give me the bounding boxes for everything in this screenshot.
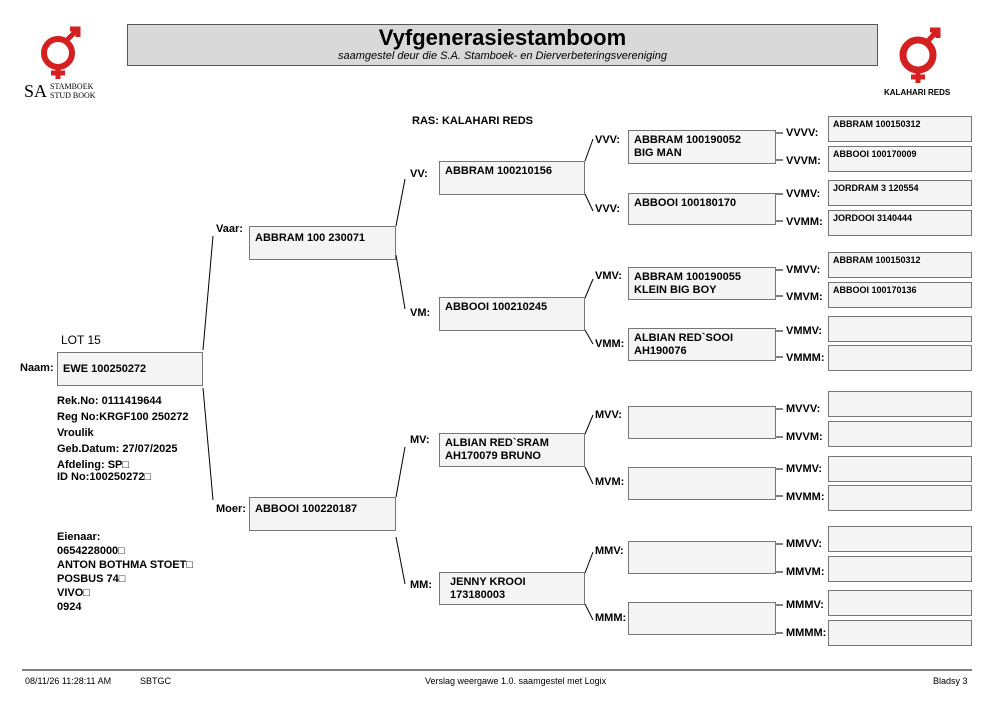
vvm-label: VVV:: [595, 203, 621, 215]
gender-symbol-icon: [899, 27, 941, 83]
gen4-label: MVMM:: [786, 491, 825, 503]
dam-label: Moer:: [216, 503, 246, 515]
gen4-label: VMMM:: [786, 352, 825, 364]
owner-details: Eienaar: 0654228000□ ANTON BOTHMA STOET□…: [57, 530, 193, 614]
gen4-label: MVMV:: [786, 463, 823, 475]
gen4-box: [828, 316, 972, 342]
gen4-label: VVVM:: [786, 155, 821, 167]
gen4-label: VMMV:: [786, 325, 823, 337]
gen4-box: [828, 391, 972, 417]
section: Afdeling: SP□: [57, 459, 130, 471]
footer-code: SBTGC: [140, 676, 172, 686]
vmm-box: ALBIAN RED`SOOI AH190076: [628, 328, 776, 361]
vv-box: ABBRAM 100210156: [439, 161, 585, 195]
sire-box: ABBRAM 100 230071: [249, 226, 396, 260]
gen4-label: VVVV:: [786, 127, 819, 139]
gen4-label: MMVV:: [786, 538, 823, 550]
owner-code: 0924: [57, 601, 82, 613]
gen4-label: VVMM:: [786, 216, 823, 228]
footer-datetime: 08/11/26 11:28:11 AM: [25, 676, 112, 686]
mmm-box: [628, 602, 776, 635]
subject-animal-box: EWE 100250272: [57, 352, 203, 386]
sa-logo-sub2: STUD BOOK: [50, 91, 96, 100]
gen4-box: [828, 556, 972, 582]
mvm-box: [628, 467, 776, 500]
gen4-box: ABBRAM 100150312: [828, 116, 972, 142]
breed-label: RAS: KALAHARI REDS: [412, 115, 533, 127]
mm-label: MM:: [410, 579, 432, 591]
gen4-box: [828, 421, 972, 447]
gen4-label: MVVM:: [786, 431, 823, 443]
mvv-box: [628, 406, 776, 439]
mm-box: JENNY KROOI 173180003: [439, 572, 585, 605]
mv-label: MV:: [410, 434, 430, 446]
name-label: Naam:: [20, 362, 54, 374]
document-subtitle: saamgestel deur die S.A. Stamboek- en Di…: [338, 50, 667, 62]
vv-label: VV:: [410, 168, 428, 180]
gen4-label: VMVV:: [786, 264, 821, 276]
gen4-box: JORDRAM 3 120554: [828, 180, 972, 206]
gen4-box: JORDOOI 3140444: [828, 210, 972, 236]
gen4-box: [828, 620, 972, 646]
gen4-box: [828, 590, 972, 616]
document-title: Vyfgenerasiestamboom: [378, 25, 627, 50]
id-no: ID No:100250272□: [57, 471, 152, 483]
vmv-box: ABBRAM 100190055 KLEIN BIG BOY: [628, 267, 776, 300]
footer-version: Verslag weergawe 1.0. saamgestel met Log…: [425, 676, 607, 686]
sex: Vroulik: [57, 427, 94, 439]
owner-label: Eienaar:: [57, 531, 101, 543]
vm-box: ABBOOI 100210245: [439, 297, 585, 331]
vvv-box: ABBRAM 100190052 BIG MAN: [628, 130, 776, 164]
vmv-label: VMV:: [595, 270, 622, 282]
kalahari-reds-logo-text: KALAHARI REDS: [884, 88, 951, 97]
reg-no: Reg No:KRGF100 250272: [57, 411, 189, 423]
gen4-box: ABBOOI 100170136: [828, 282, 972, 308]
mmv-label: MMV:: [595, 545, 624, 557]
owner-town: VIVO□: [57, 587, 90, 599]
gen4-box: [828, 526, 972, 552]
sa-stud-book-logo: SA STAMBOEK STUD BOOK: [22, 25, 112, 103]
gen4-label: MMVM:: [786, 566, 825, 578]
vmm-label: VMM:: [595, 338, 625, 350]
mmm-label: MMM:: [595, 612, 627, 624]
gen4-box: ABBRAM 100150312: [828, 252, 972, 278]
birth-date: Geb.Datum: 27/07/2025: [57, 443, 178, 455]
mvm-label: MVM:: [595, 476, 625, 488]
rek-no: Rek.No: 0111419644: [57, 395, 162, 407]
vvv-label: VVV:: [595, 134, 621, 146]
gen4-label: VVMV:: [786, 188, 821, 200]
gen4-label: MMMV:: [786, 599, 824, 611]
sa-logo-text: SA: [24, 81, 48, 101]
vm-label: VM:: [410, 307, 431, 319]
animal-details: Rek.No: 0111419644 Reg No:KRGF100 250272…: [57, 393, 188, 485]
gen4-box: [828, 485, 972, 511]
gender-symbol-icon: [41, 26, 81, 79]
owner-postal: POSBUS 74□: [57, 573, 126, 585]
gen4-label: MMMM:: [786, 627, 827, 639]
mmv-box: [628, 541, 776, 574]
kalahari-reds-logo: KALAHARI REDS: [880, 25, 960, 100]
mvv-label: MVV:: [595, 409, 622, 421]
gen4-label: MVVV:: [786, 403, 821, 415]
gen4-box: [828, 345, 972, 371]
mv-box: ALBIAN RED`SRAM AH170079 BRUNO: [439, 433, 585, 467]
gen4-box: ABBOOI 100170009: [828, 146, 972, 172]
lot-number: LOT 15: [61, 333, 101, 347]
gen4-box: [828, 456, 972, 482]
sire-label: Vaar:: [216, 223, 243, 235]
owner-name: ANTON BOTHMA STOET□: [57, 559, 193, 571]
gen4-label: VMVM:: [786, 291, 823, 303]
dam-box: ABBOOI 100220187: [249, 497, 396, 531]
document-title-box: Vyfgenerasiestamboom saamgestel deur die…: [127, 24, 878, 66]
sa-logo-sub1: STAMBOEK: [50, 82, 94, 91]
owner-phone: 0654228000□: [57, 545, 125, 557]
footer-page-number: Bladsy 3: [933, 676, 968, 686]
vvm-box: ABBOOI 100180170: [628, 193, 776, 225]
